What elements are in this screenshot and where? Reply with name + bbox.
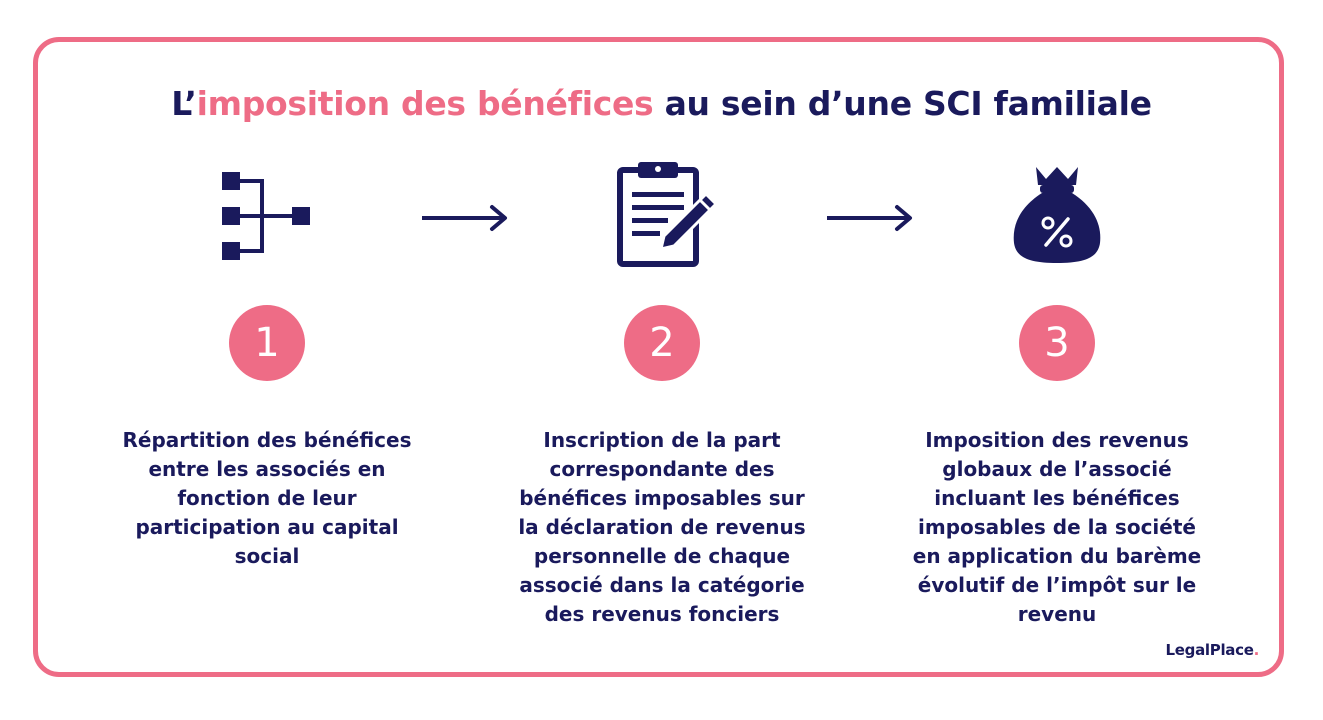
step-number-badge: 1 <box>229 305 305 381</box>
title-prefix: L’ <box>171 84 197 123</box>
title-suffix: au sein d’une SCI familiale <box>653 84 1152 123</box>
brand-logo: LegalPlace. <box>1165 641 1260 659</box>
step-description: Répartition des bénéfices entre les asso… <box>122 428 412 568</box>
brand-name: LegalPlace <box>1165 641 1254 659</box>
clipboard-pen-icon <box>617 162 718 267</box>
money-bag-percent-icon <box>1013 167 1101 263</box>
step-description: Imposition des revenus globaux de l’asso… <box>912 428 1202 626</box>
step-number-badge: 2 <box>624 305 700 381</box>
step-number-badge: 3 <box>1019 305 1095 381</box>
arrow-right-icon <box>422 205 507 231</box>
page-title: L’imposition des bénéfices au sein d’une… <box>0 84 1323 123</box>
arrow-right-icon <box>827 205 912 231</box>
title-highlight: imposition des bénéfices <box>196 84 654 123</box>
hierarchy-icon <box>222 172 310 260</box>
step-description: Inscription de la part correspondante de… <box>518 428 806 626</box>
brand-dot: . <box>1253 641 1260 659</box>
